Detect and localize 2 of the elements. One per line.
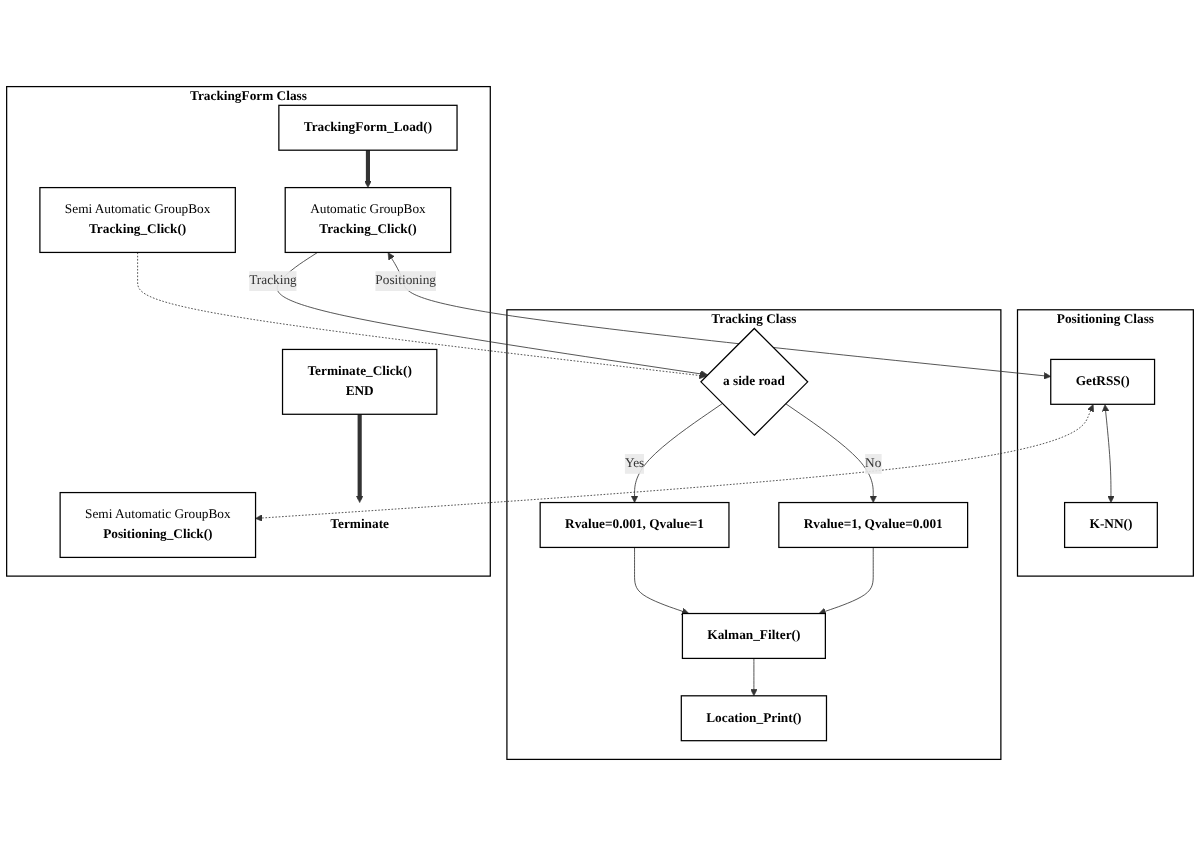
arrow <box>364 150 372 188</box>
arrow <box>356 414 364 503</box>
